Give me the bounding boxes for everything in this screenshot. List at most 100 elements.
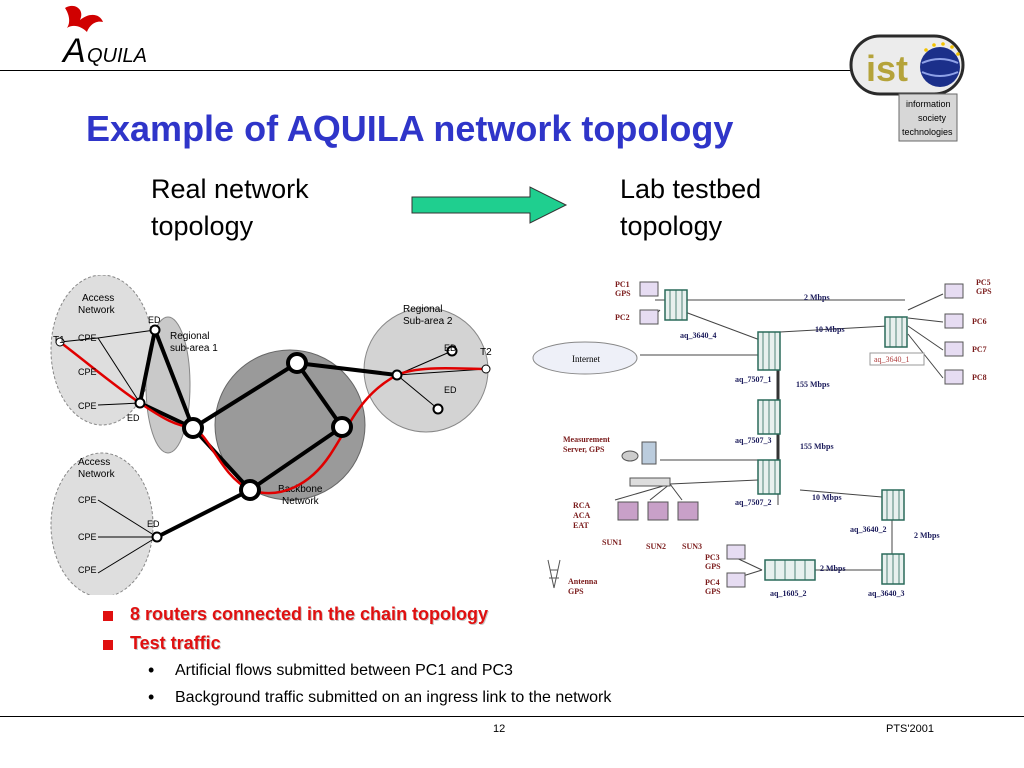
pc1-label: PC1 [615, 280, 630, 289]
regional1-label-2: sub-area 1 [170, 343, 218, 354]
ist-caption-2: society [918, 113, 947, 123]
pc1-monitor-icon [639, 281, 659, 297]
aq1605-2-label: aq_1605_2 [770, 589, 806, 598]
aq3640-3-label: aq_3640_3 [868, 589, 904, 598]
logo-text: QUILA [87, 45, 147, 67]
svg-text:GPS: GPS [705, 562, 721, 571]
eat-label: EAT [573, 521, 590, 530]
svg-text:ED: ED [147, 519, 160, 529]
globe-icon [920, 47, 960, 87]
svg-text:GPS: GPS [568, 587, 584, 596]
aq7507-2-label: aq_7507_2 [735, 498, 771, 507]
ist-wordmark: ist [866, 48, 908, 89]
pc7-label: PC7 [972, 345, 987, 354]
antenna-icon [547, 559, 561, 589]
aq3640-1-label: aq_3640_1 [874, 355, 910, 364]
link-155mbps-2: 155 Mbps [800, 442, 834, 451]
lab-testbed-diagram: Internet [532, 278, 992, 598]
svg-text:GPS: GPS [976, 287, 992, 296]
aca-label: ACA [573, 511, 591, 520]
ist-caption-1: information [906, 99, 951, 109]
access-bottom-label-2: Network [78, 469, 116, 480]
regional1-label-1: Regional [170, 331, 209, 342]
pc3-label: PC3 [705, 553, 720, 562]
pc2-label: PC2 [615, 313, 630, 322]
eu-stars-icon [924, 42, 960, 56]
subtitle-right-line2: topology [620, 211, 723, 241]
bullet-2: Test traffic [130, 633, 221, 653]
router-node [286, 352, 308, 374]
router-node [331, 416, 353, 438]
subtitle-left-line2: topology [151, 211, 254, 241]
antenna-label: Antenna [568, 577, 597, 586]
internet-cloud [532, 341, 638, 375]
bullet-dot-icon: • [148, 660, 155, 680]
link-155mbps-1: 155 Mbps [796, 380, 830, 389]
aq3640-2-label: aq_3640_2 [850, 525, 886, 534]
svg-text:ED: ED [127, 413, 140, 423]
svg-text:CPE: CPE [78, 401, 97, 411]
page-number: 12 [493, 723, 506, 735]
svg-text:ED: ED [148, 315, 161, 325]
access-top-label-2: Network [78, 305, 116, 316]
svg-text:GPS: GPS [615, 289, 631, 298]
bullet-square-icon [103, 640, 113, 650]
arrow-right-icon [411, 186, 568, 224]
pc6-monitor-icon [944, 313, 964, 329]
logo-initial: A [61, 32, 86, 70]
subtitle-right: Lab testbed topology [620, 171, 761, 245]
link-10mbps-bottom: 10 Mbps [812, 493, 842, 502]
router-node [239, 479, 261, 501]
regional-sub-area-1 [145, 316, 191, 454]
backbone-network [214, 349, 366, 501]
svg-text:CPE: CPE [78, 532, 97, 542]
pc8-label: PC8 [972, 373, 987, 382]
access-top-label-1: Access [82, 293, 114, 304]
link-2mbps-top: 2 Mbps [804, 293, 830, 302]
bullet-dot-icon: • [148, 687, 155, 707]
aq7507-1-label: aq_7507_1 [735, 375, 771, 384]
subtitle-right-line1: Lab testbed [620, 174, 762, 204]
link-2mbps-bottom: 2 Mbps [820, 564, 846, 573]
sun1-icon [617, 501, 639, 521]
ist-caption-3: technologies [902, 127, 953, 137]
backbone-label-2: Network [282, 496, 320, 507]
ist-logo: ist information society technologies [849, 34, 965, 142]
bullet-square-icon [103, 611, 113, 621]
sub-bullet-2: Background traffic submitted on an ingre… [175, 689, 612, 706]
aq3640-4-label: aq_3640_4 [680, 331, 716, 340]
sun2-label: SUN2 [646, 542, 666, 551]
backbone-label-1: Backbone [278, 484, 323, 495]
svg-text:T1: T1 [53, 335, 65, 346]
access-network-bottom [50, 452, 154, 595]
header-rule [0, 70, 850, 71]
pc5-monitor-icon [944, 283, 964, 299]
svg-text:CPE: CPE [78, 495, 97, 505]
aq7507-3-label: aq_7507_3 [735, 436, 771, 445]
svg-text:CPE: CPE [78, 565, 97, 575]
pc2-monitor-icon [639, 309, 659, 325]
pc6-label: PC6 [972, 317, 987, 326]
pc3-monitor-icon [726, 544, 746, 560]
server-icon [641, 441, 657, 465]
bullet-1: 8 routers connected in the chain topolog… [130, 604, 489, 624]
svg-text:ED: ED [444, 343, 457, 353]
svg-text:CPE: CPE [78, 333, 97, 343]
pc8-monitor-icon [944, 369, 964, 385]
sun3-label: SUN3 [682, 542, 702, 551]
svg-text:GPS: GPS [705, 587, 721, 596]
footer-rule [0, 716, 1024, 717]
svg-text:ED: ED [444, 385, 457, 395]
switch-icon [629, 477, 671, 487]
measurement-label-2: Server, GPS [563, 445, 605, 454]
sub-bullet-1: Artificial flows submitted between PC1 a… [175, 662, 513, 679]
svg-text:CPE: CPE [78, 367, 97, 377]
pc7-monitor-icon [944, 341, 964, 357]
access-bottom-label-1: Access [78, 457, 110, 468]
sun2-icon [647, 501, 669, 521]
link-2mbps-right: 2 Mbps [914, 531, 940, 540]
pc5-label: PC5 [976, 278, 991, 287]
subtitle-left: Real network topology [151, 171, 309, 245]
page-title: Example of AQUILA network topology [86, 108, 734, 149]
